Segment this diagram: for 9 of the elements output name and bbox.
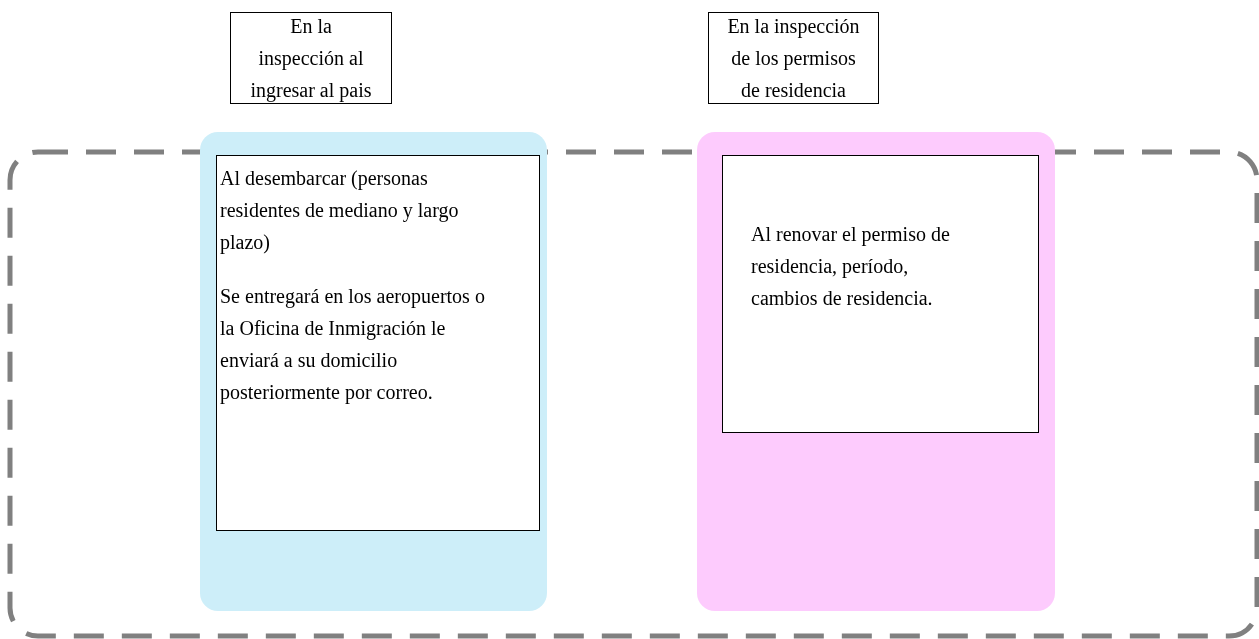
heading-box xyxy=(708,12,879,104)
box-text: En la inspección al ingresar al pais xyxy=(249,14,373,104)
text-box xyxy=(216,155,540,531)
box-text: Al desembarcar (personas residentes de mediano y largo plazo) xyxy=(220,166,460,256)
box-text: Al renovar el permiso de residencia, período, cambios de residencia. xyxy=(751,222,951,311)
heading-box xyxy=(230,12,392,104)
box-text: En la inspección de los permisos de residencia xyxy=(726,14,861,103)
text-box xyxy=(722,155,1039,433)
box-text: Se entregará en los aeropuertos o la Oficina de Inmigración le enviará a su domicilio posteriormente por correo. xyxy=(220,284,486,406)
